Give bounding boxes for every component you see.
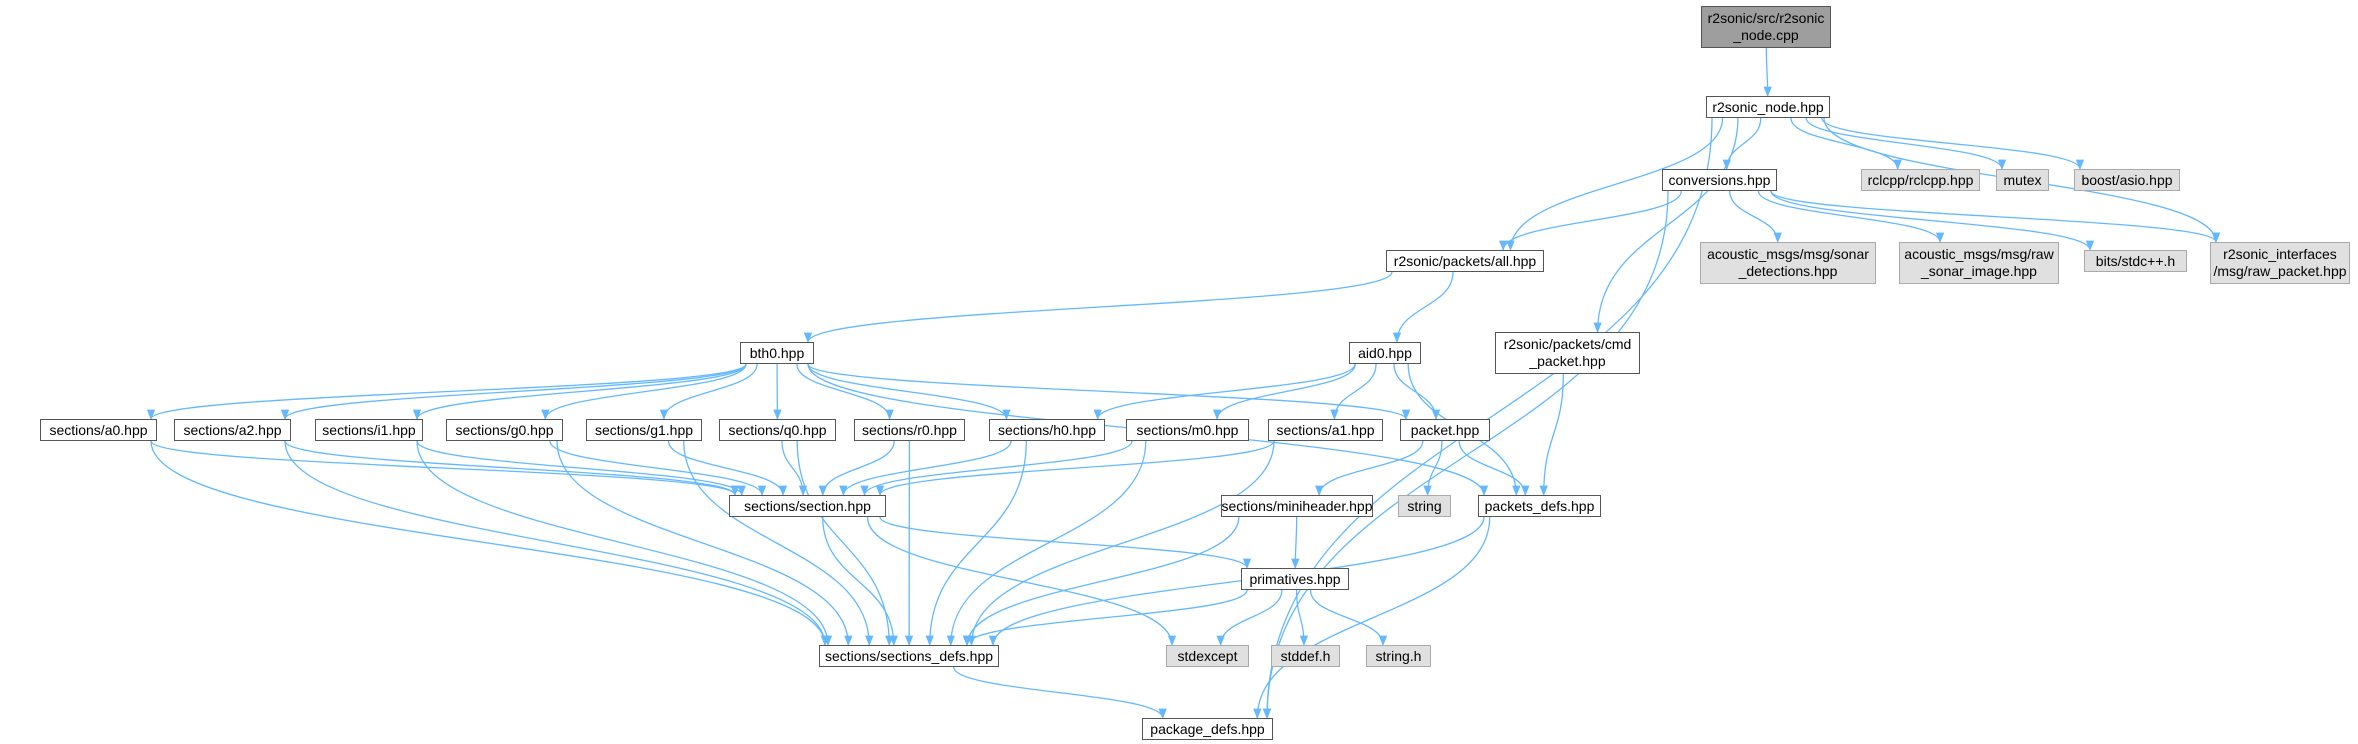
- node-cmd-packet-hpp[interactable]: r2sonic/packets/cmd _packet.hpp: [1495, 332, 1640, 374]
- edge-section-to-sections_defs: [822, 516, 898, 647]
- node-sections-section-hpp[interactable]: sections/section.hpp: [729, 495, 886, 517]
- edge-primatives-to-string_h: [1309, 589, 1388, 647]
- node-sections-a0-hpp[interactable]: sections/a0.hpp: [40, 419, 157, 441]
- node-stddef-h[interactable]: stddef.h: [1271, 645, 1340, 667]
- edge-section-to-stdexcept: [866, 516, 1177, 647]
- edge-all-to-aid0: [1392, 271, 1454, 344]
- node-primatives-hpp[interactable]: primatives.hpp: [1241, 568, 1349, 590]
- edge-packets_defs-to-sections_defs: [988, 516, 1485, 647]
- edge-r2sonic_node-to-boost_asio: [1821, 117, 2085, 171]
- node-packets-defs-hpp[interactable]: packets_defs.hpp: [1478, 495, 1601, 517]
- node-packets-all-hpp[interactable]: r2sonic/packets/all.hpp: [1386, 250, 1544, 272]
- edge-bth0-to-g1: [659, 363, 758, 421]
- node-sections-miniheader-hpp[interactable]: sections/miniheader.hpp: [1221, 495, 1373, 517]
- edge-h0-to-section: [839, 440, 1012, 497]
- edge-conversions-to-package_defs: [1262, 190, 1669, 720]
- node-sections-q0-hpp[interactable]: sections/q0.hpp: [719, 419, 836, 441]
- edge-bth0-to-a2: [280, 363, 747, 421]
- edge-packet-to-string: [1423, 440, 1443, 497]
- edge-conversions-to-all: [1499, 190, 1682, 252]
- node-sections-a1-hpp[interactable]: sections/a1.hpp: [1268, 419, 1383, 441]
- edge-r2sonic_node-to-conversions: [1722, 117, 1762, 171]
- edge-primatives-to-stdexcept: [1216, 589, 1283, 647]
- node-bth0-hpp[interactable]: bth0.hpp: [740, 342, 814, 364]
- edge-g0-to-sections_defs: [556, 440, 853, 647]
- node-conversions-hpp[interactable]: conversions.hpp: [1662, 169, 1777, 191]
- node-rclcpp-hpp[interactable]: rclcpp/rclcpp.hpp: [1861, 169, 1980, 191]
- edge-r2sonic_node-to-package_defs: [1262, 117, 1713, 720]
- edge-primatives-to-stddef: [1295, 589, 1309, 647]
- node-sections-m0-hpp[interactable]: sections/m0.hpp: [1126, 419, 1249, 441]
- edge-g1-to-section: [667, 440, 788, 497]
- node-stdexcept[interactable]: stdexcept: [1166, 645, 1249, 667]
- node-string[interactable]: string: [1398, 495, 1451, 517]
- node-packet-hpp[interactable]: packet.hpp: [1400, 419, 1490, 441]
- edge-i1-to-section: [416, 440, 746, 497]
- edge-aid0-to-packet: [1393, 363, 1441, 421]
- node-bits-stdcpp-h[interactable]: bits/stdc++.h: [2084, 250, 2187, 272]
- node-raw-sonar-image-hpp[interactable]: acoustic_msgs/msg/raw _sonar_image.hpp: [1899, 242, 2059, 284]
- edge-r2sonic_node-to-rclcpp: [1790, 117, 1902, 171]
- edge-all-to-bth0: [803, 271, 1393, 344]
- edge-conversions-to-sonar_det: [1729, 190, 1782, 244]
- edge-aid0-to-m0: [1213, 363, 1357, 421]
- node-sections-r0-hpp[interactable]: sections/r0.hpp: [854, 419, 965, 441]
- node-r2sonic-interfaces-raw-packet-hpp[interactable]: r2sonic_interfaces /msg/raw_packet.hpp: [2210, 242, 2350, 284]
- edge-bth0-to-i1: [412, 363, 747, 421]
- edge-i1-to-sections_defs: [416, 440, 833, 647]
- edge-g1-to-sections_defs: [683, 440, 874, 647]
- node-string-h[interactable]: string.h: [1366, 645, 1431, 667]
- edge-sections_defs-to-package_defs: [953, 666, 1167, 720]
- edge-r2sonic_node-to-mutex: [1805, 117, 2007, 171]
- node-sections-a2-hpp[interactable]: sections/a2.hpp: [174, 419, 291, 441]
- edge-bth0-to-h0: [807, 363, 1011, 421]
- edge-packet-to-packets_defs: [1458, 440, 1530, 497]
- edge-q0-to-section: [781, 440, 808, 497]
- edge-r2sonic_node-to-all: [1506, 117, 1724, 252]
- edge-miniheader-to-sections_defs: [963, 516, 1240, 647]
- node-sections-g0-hpp[interactable]: sections/g0.hpp: [446, 419, 563, 441]
- edge-a1-to-sections_defs: [967, 440, 1275, 647]
- edge-a0-to-sections_defs: [150, 440, 830, 647]
- edge-g0-to-section: [549, 440, 767, 497]
- node-sonar-detections-hpp[interactable]: acoustic_msgs/msg/sonar _detections.hpp: [1700, 242, 1876, 284]
- edge-packets_defs-to-package_defs: [1253, 516, 1491, 720]
- edge-packet-to-miniheader: [1315, 440, 1424, 497]
- edge-bth0-to-r0: [796, 363, 894, 421]
- edge-aid0-to-a1: [1330, 363, 1377, 421]
- node-package-defs-hpp[interactable]: package_defs.hpp: [1142, 718, 1273, 740]
- edge-a1-to-section: [875, 440, 1275, 497]
- edge-m0-to-section: [860, 440, 1133, 497]
- edge-a2-to-section: [284, 440, 740, 497]
- edge-bth0-to-packet: [807, 363, 1410, 421]
- node-r2sonic-node-hpp[interactable]: r2sonic_node.hpp: [1706, 96, 1830, 118]
- edge-h0-to-sections_defs: [925, 440, 1027, 647]
- edge-q0-to-sections_defs: [796, 440, 894, 647]
- node-boost-asio-hpp[interactable]: boost/asio.hpp: [2074, 169, 2180, 191]
- node-sections-i1-hpp[interactable]: sections/i1.hpp: [315, 419, 423, 441]
- edge-root-to-r2sonic_node: [1763, 47, 1772, 98]
- node-aid0-hpp[interactable]: aid0.hpp: [1349, 342, 1421, 364]
- edge-aid0-to-h0: [1093, 363, 1356, 421]
- edge-a2-to-sections_defs: [284, 440, 830, 647]
- edge-section-to-primatives: [879, 516, 1252, 570]
- edge-bth0-to-a0: [147, 363, 747, 421]
- edge-miniheader-to-primatives: [1291, 516, 1300, 570]
- node-root[interactable]: r2sonic/src/r2sonic _node.cpp: [1701, 6, 1831, 48]
- node-sections-h0-hpp[interactable]: sections/h0.hpp: [989, 419, 1105, 441]
- edge-r2sonic_node-to-cmd_packet: [1593, 117, 1739, 334]
- edge-conversions-to-bits: [1770, 190, 2095, 252]
- edge-a0-to-section: [150, 440, 739, 497]
- edge-primatives-to-sections_defs: [962, 589, 1248, 647]
- edge-r0-to-section: [818, 440, 895, 497]
- node-mutex[interactable]: mutex: [1996, 169, 2049, 191]
- edge-conversions-to-raw_sonar: [1757, 190, 1945, 244]
- edge-bth0-to-g0: [541, 363, 747, 421]
- edge-conversions-to-r2_iface: [1770, 190, 2220, 244]
- edge-cmd_packet-to-packets_defs: [1539, 373, 1564, 497]
- node-sections-g1-hpp[interactable]: sections/g1.hpp: [586, 419, 702, 441]
- node-sections-defs-hpp[interactable]: sections/sections_defs.hpp: [819, 645, 999, 667]
- edge-m0-to-sections_defs: [946, 440, 1147, 647]
